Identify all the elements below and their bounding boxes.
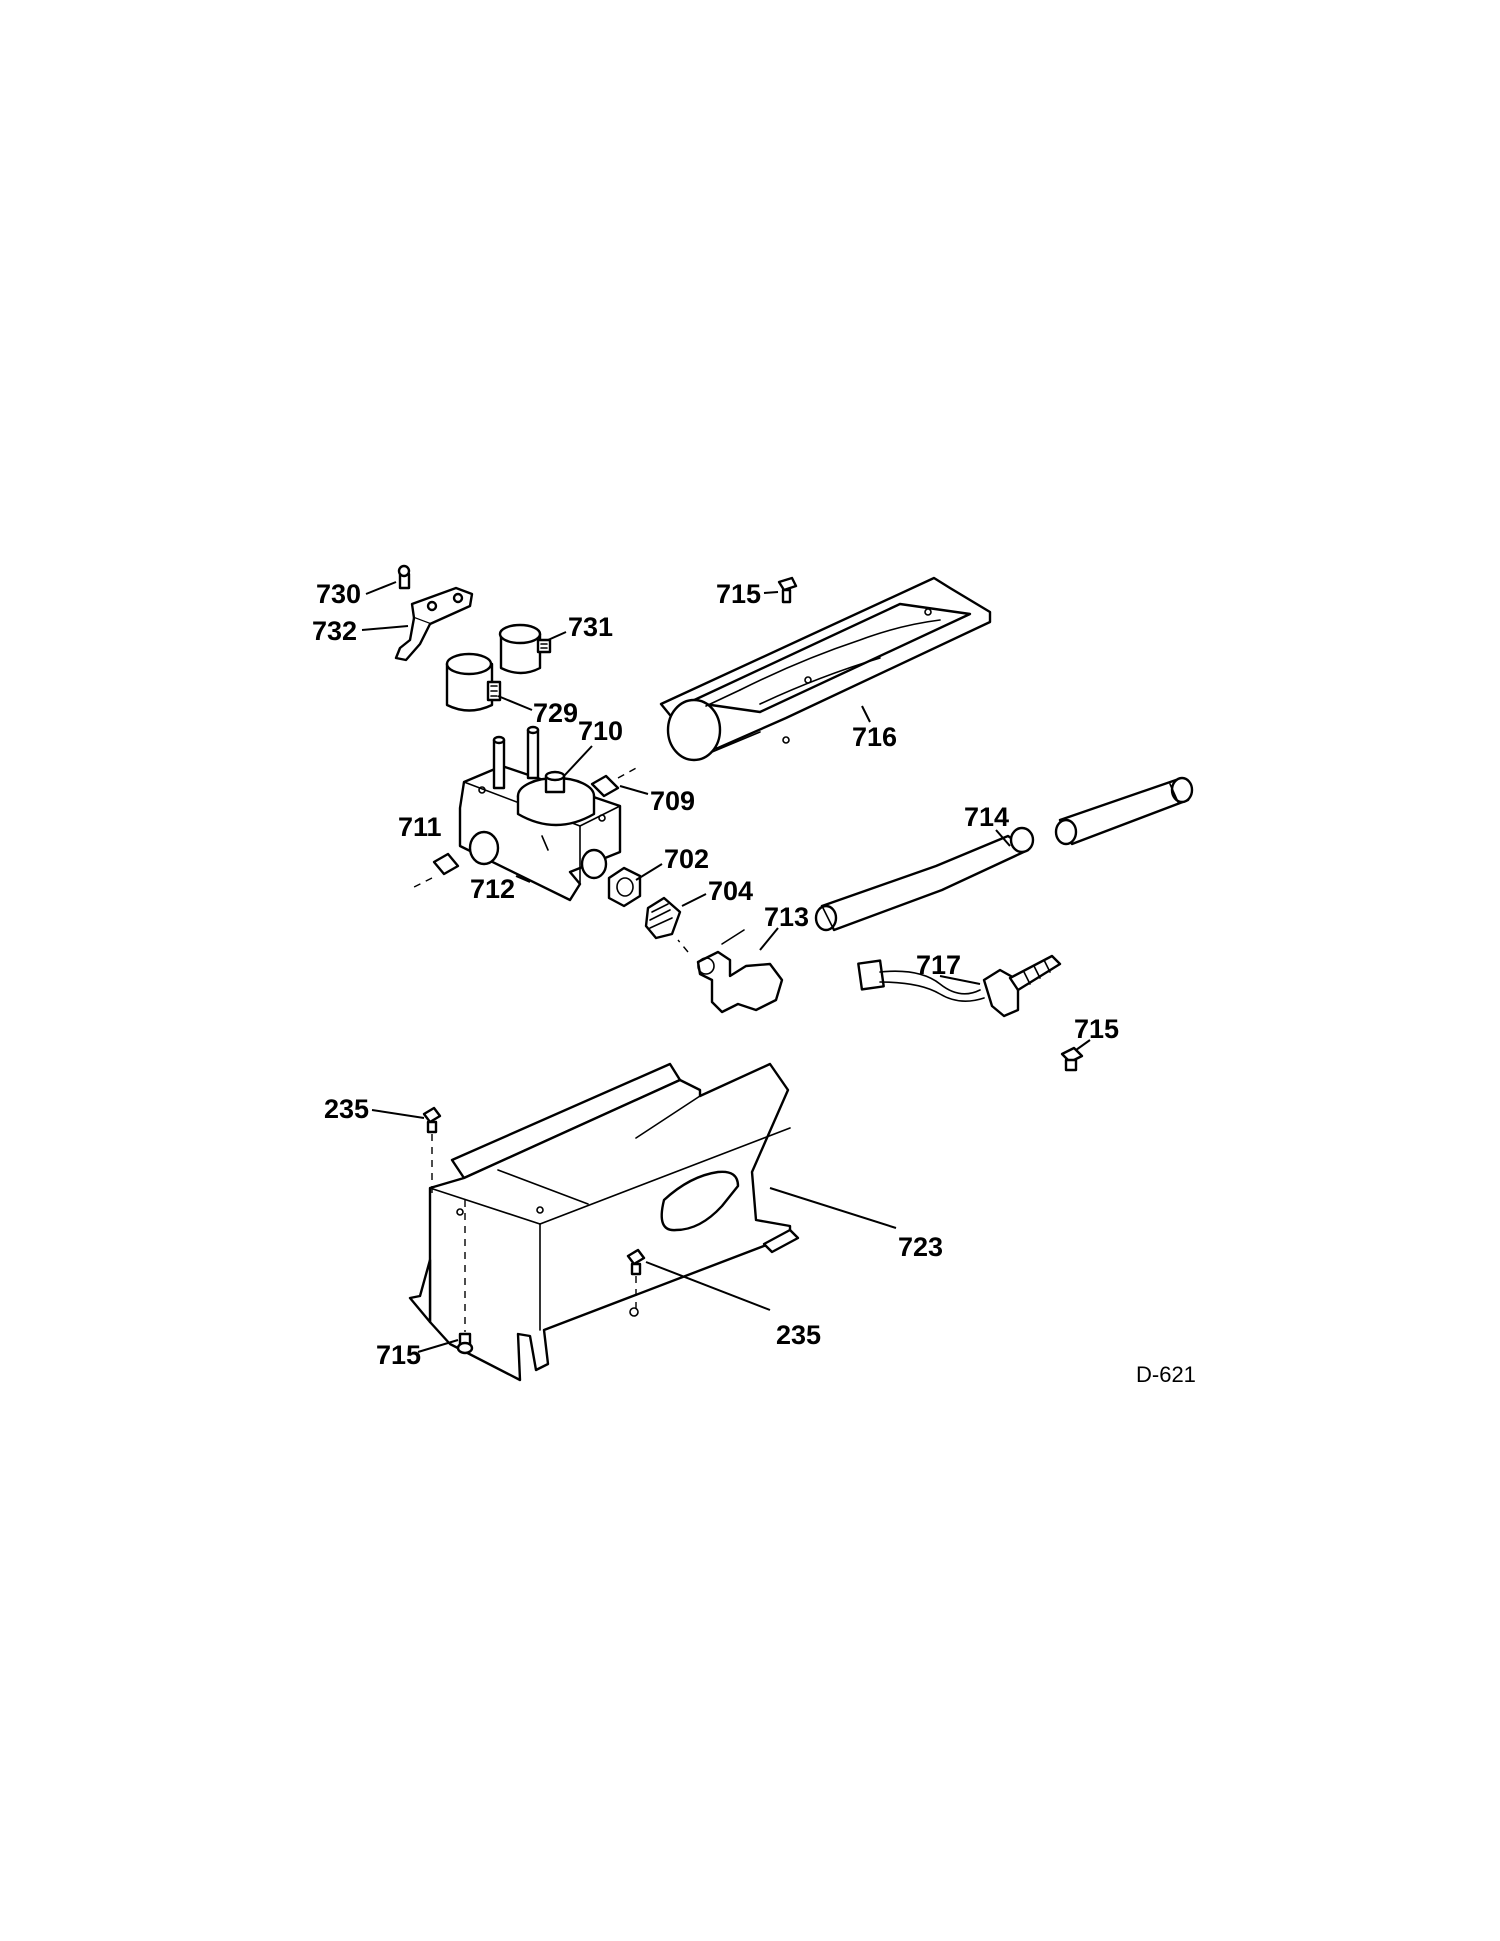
part-729-solenoid-coil bbox=[445, 652, 502, 712]
part-235-screw-mid bbox=[626, 1248, 646, 1312]
callout-712: 712 bbox=[470, 874, 515, 904]
part-235-screw-left bbox=[422, 1106, 442, 1198]
part-709-fitting bbox=[590, 765, 641, 798]
callout-716: 716 bbox=[852, 722, 897, 752]
callout-729: 729 bbox=[533, 698, 578, 728]
part-732-bracket bbox=[394, 586, 474, 662]
part-730-screw bbox=[397, 564, 411, 590]
callout-732: 732 bbox=[312, 616, 357, 646]
part-716-burner-shield bbox=[659, 576, 992, 762]
leader-lines bbox=[361, 581, 1091, 1353]
part-715-screw-right bbox=[1060, 1046, 1084, 1072]
callout-711: 711 bbox=[398, 812, 442, 842]
callout-715-right: 715 bbox=[1074, 1014, 1119, 1044]
callout-704: 704 bbox=[708, 876, 753, 906]
callout-714: 714 bbox=[964, 802, 1009, 832]
callout-702: 702 bbox=[664, 844, 709, 874]
callout-730: 730 bbox=[316, 579, 361, 609]
callout-717: 717 bbox=[916, 950, 961, 980]
callout-715-bottom: 715 bbox=[376, 1340, 421, 1370]
callout-723: 723 bbox=[898, 1232, 943, 1262]
part-713-elbow bbox=[677, 929, 784, 1014]
callout-235-left: 235 bbox=[324, 1094, 369, 1124]
part-702-nut bbox=[607, 866, 642, 908]
callout-709: 709 bbox=[650, 786, 695, 816]
callout-235-mid: 235 bbox=[776, 1320, 821, 1350]
part-715-screw-top bbox=[777, 576, 798, 604]
callout-715-top: 715 bbox=[716, 579, 761, 609]
part-712-gas-valve bbox=[458, 725, 622, 902]
part-731-solenoid-coil bbox=[498, 623, 552, 675]
part-723-mounting-bracket bbox=[408, 1062, 800, 1382]
part-715-screw-bottom bbox=[456, 1200, 474, 1355]
part-714-tube-extension bbox=[1054, 776, 1194, 846]
part-714-burner-tube bbox=[814, 826, 1035, 932]
part-717-igniter bbox=[857, 954, 1062, 1018]
callout-713: 713 bbox=[764, 902, 809, 932]
callout-731: 731 bbox=[568, 612, 613, 642]
part-711-fitting bbox=[411, 852, 460, 889]
callout-labels: 730 732 731 729 715 716 710 709 711 712 … bbox=[312, 579, 1119, 1370]
part-704-orifice bbox=[644, 896, 682, 940]
callout-710: 710 bbox=[578, 716, 623, 746]
figure-id: D-621 bbox=[1136, 1362, 1196, 1387]
